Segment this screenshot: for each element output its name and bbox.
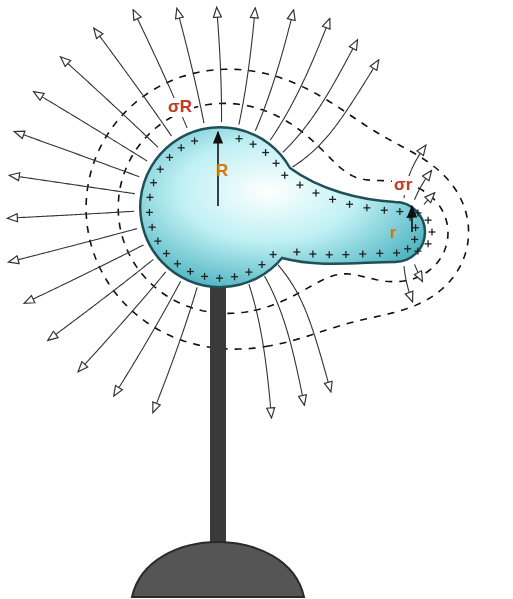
charge-density-label: σr xyxy=(392,176,414,195)
equipotential-lines xyxy=(86,69,468,349)
plus-charge xyxy=(236,135,243,142)
field-line xyxy=(239,9,255,125)
plus-charge xyxy=(414,209,421,216)
plus-charge xyxy=(309,250,316,257)
field-line xyxy=(415,264,423,280)
plus-charge xyxy=(262,149,269,156)
plus-charge xyxy=(216,275,223,282)
field-line xyxy=(34,92,147,161)
plus-charge xyxy=(312,190,319,197)
field-line xyxy=(249,284,272,417)
field-line xyxy=(424,193,434,204)
plus-charge xyxy=(201,273,208,280)
field-line xyxy=(49,260,154,340)
plus-charge xyxy=(411,236,418,243)
plus-charge xyxy=(429,229,436,236)
field-line xyxy=(10,175,135,193)
field-line xyxy=(264,276,304,404)
plus-charge xyxy=(359,250,366,257)
field-line xyxy=(217,8,222,122)
field-line xyxy=(94,29,171,136)
radius-label: R xyxy=(214,162,230,181)
plus-charge xyxy=(258,261,265,268)
stand-pole xyxy=(210,285,226,548)
plus-charge xyxy=(326,251,333,258)
plus-charge xyxy=(191,137,198,144)
plus-charge xyxy=(146,194,153,201)
plus-charge xyxy=(187,268,194,275)
field-line xyxy=(415,171,432,199)
plus-charge xyxy=(342,251,349,258)
plus-charge xyxy=(281,172,288,179)
plus-charge xyxy=(414,248,421,255)
plus-charge xyxy=(157,166,164,173)
field-line xyxy=(15,132,139,177)
radius-label: r xyxy=(388,224,399,243)
equipotential-line xyxy=(86,69,468,349)
plus-charge xyxy=(270,251,277,258)
plus-charge xyxy=(425,240,432,247)
plus-charge xyxy=(346,201,353,208)
plus-charge xyxy=(393,249,400,256)
plus-charge xyxy=(293,249,300,256)
field-line xyxy=(114,281,180,395)
plus-charge xyxy=(231,273,238,280)
plus-charge xyxy=(245,269,252,276)
field-line xyxy=(61,57,158,147)
plus-charge xyxy=(150,179,157,186)
plus-charge xyxy=(404,245,411,252)
plus-charge xyxy=(376,250,383,257)
plus-charge xyxy=(296,182,303,189)
plus-charge xyxy=(166,154,173,161)
plus-charge xyxy=(273,160,280,167)
field-line xyxy=(270,19,329,140)
stand-base xyxy=(132,542,304,597)
field-line xyxy=(8,211,134,218)
plus-charge xyxy=(329,196,336,203)
surface-charges xyxy=(146,135,436,281)
field-line xyxy=(9,229,137,262)
conductor-body xyxy=(140,127,425,287)
plus-charge xyxy=(425,217,432,224)
plus-charge xyxy=(396,208,403,215)
equipotential-line xyxy=(118,103,448,313)
plus-charge xyxy=(174,260,181,267)
plus-charge xyxy=(381,207,388,214)
radius-line xyxy=(411,206,413,232)
plus-charge xyxy=(154,238,161,245)
plus-charge xyxy=(146,209,153,216)
plus-charge xyxy=(412,224,419,231)
field-line xyxy=(292,61,378,167)
plus-charge xyxy=(163,250,170,257)
plus-charge xyxy=(178,144,185,151)
plus-charge xyxy=(363,204,370,211)
field-line xyxy=(79,272,166,371)
field-line xyxy=(153,287,197,411)
plus-charge xyxy=(250,141,257,148)
charge-density-label: σR xyxy=(166,98,194,117)
plus-charge xyxy=(149,224,156,231)
field-line xyxy=(283,41,357,153)
field-line xyxy=(404,266,412,301)
